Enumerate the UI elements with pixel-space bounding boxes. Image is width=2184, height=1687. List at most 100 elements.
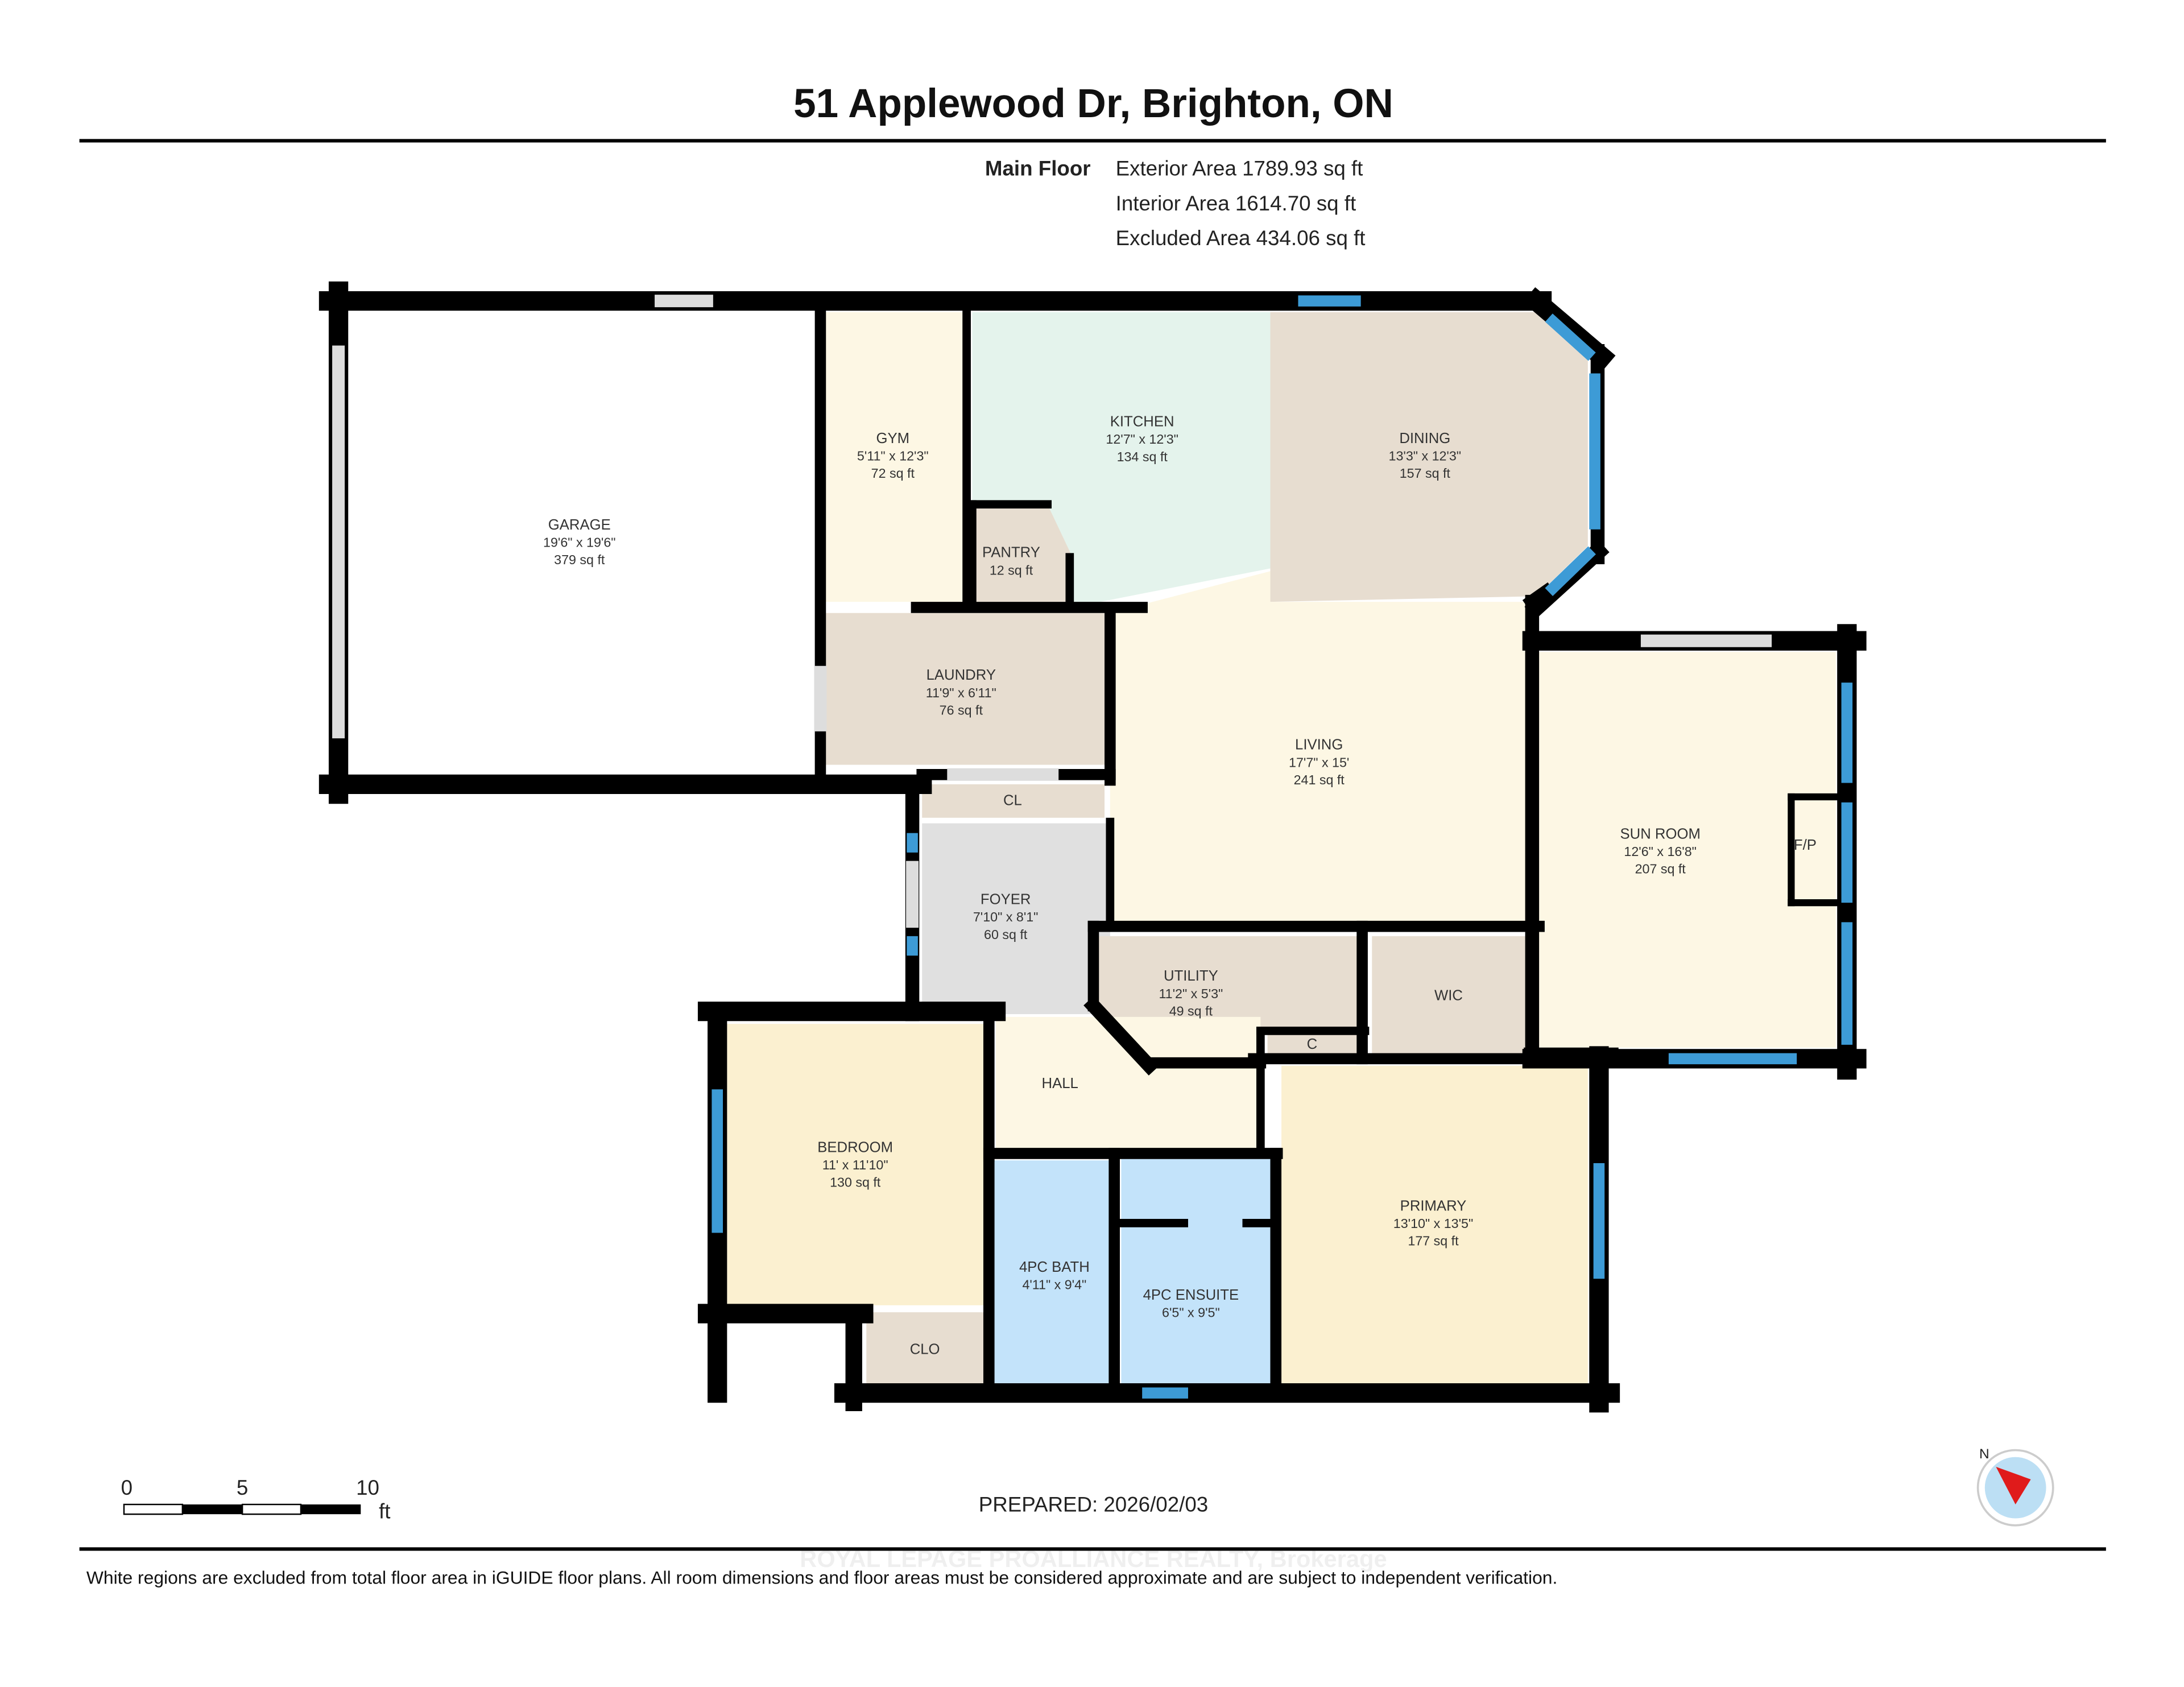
room-dims: 11'2" x 5'3" [1159,986,1223,1001]
room-area: 177 sq ft [1408,1234,1459,1248]
room-label-bedroom: BEDROOM 11' x 11'10" 130 sq ft [817,1139,893,1189]
room-dims: 13'10" x 13'5" [1393,1216,1473,1231]
prepared-date: PREPARED: 2026/02/03 [979,1492,1208,1516]
scale-label-10: 10 [356,1476,379,1499]
room-name: BEDROOM [817,1139,893,1155]
room-area: 49 sq ft [1169,1003,1213,1018]
room-label-laundry: LAUNDRY 11'9" x 6'11" 76 sq ft [926,667,996,717]
room-name: PANTRY [982,545,1040,561]
room-label-primary: PRIMARY 13'10" x 13'5" 177 sq ft [1393,1198,1473,1248]
room-label-kitchen: KITCHEN 12'7" x 12'3" 134 sq ft [1106,414,1178,464]
room-name: CLO [910,1342,940,1358]
room-4pc-ensuite [1121,1159,1272,1383]
scale-label-5: 5 [237,1476,248,1499]
room-area: 60 sq ft [984,927,1028,942]
room-area: 241 sq ft [1294,772,1345,787]
room-label-dining: DINING 13'3" x 12'3" 157 sq ft [1389,431,1462,481]
room-label-c: C [1307,1036,1318,1052]
room-cl [922,784,1105,818]
room-hall [996,1016,1261,1150]
room-f-p [1791,801,1833,899]
room-dims: 4'11" x 9'4" [1022,1277,1086,1292]
room-wic [1372,936,1528,1056]
room-dims: 19'6" x 19'6" [543,535,616,549]
room-area: 134 sq ft [1117,449,1168,464]
room-label-utility: UTILITY 11'2" x 5'3" 49 sq ft [1159,968,1223,1018]
room-label-clo: CLO [910,1342,940,1358]
room-name: 4PC BATH [1019,1259,1090,1275]
room-name: UTILITY [1164,968,1218,984]
room-name: LAUNDRY [926,667,996,683]
room-label-pantry: PANTRY 12 sq ft [982,545,1040,578]
room-living [1110,571,1532,923]
wall-segment [1083,996,1159,1076]
room-name: PRIMARY [1400,1198,1467,1214]
room-name: SUN ROOM [1620,826,1700,842]
room-label-hall: HALL [1042,1076,1078,1091]
room-c [1267,1033,1358,1056]
room-label-4pc-ensuite: 4PC ENSUITE 6'5" x 9'5" [1143,1287,1239,1320]
room-area: 157 sq ft [1400,466,1451,481]
scale-bar: 0 5 10 ft [121,1476,391,1523]
room-name: DINING [1399,431,1450,446]
room-name: KITCHEN [1110,414,1174,430]
room-name: FOYER [981,892,1031,908]
room-label-wic: WIC [1434,988,1463,1004]
room-dims: 11'9" x 6'11" [926,685,996,700]
room-label-4pc-bath: 4PC BATH 4'11" x 9'4" [1019,1259,1090,1292]
compass-icon: N [1976,1446,2054,1527]
room-label-sun-room: SUN ROOM 12'6" x 16'8" 207 sq ft [1620,826,1700,876]
room-area: 76 sq ft [940,702,983,717]
room-name: CL [1003,793,1022,809]
interior-area: Interior Area 1614.70 sq ft [1116,192,1356,215]
room-label-garage: GARAGE 19'6" x 19'6" 379 sq ft [543,517,616,567]
room-dims: 13'3" x 12'3" [1389,449,1462,464]
room-dims: 7'10" x 8'1" [973,909,1039,924]
room-gym [824,312,964,602]
room-name: F/P [1794,837,1817,853]
room-garage [348,312,811,775]
scale-unit: ft [379,1500,390,1523]
room-bedroom [727,1024,986,1305]
room-foyer [922,823,1110,1014]
room-area: 379 sq ft [554,552,605,567]
scale-label-0: 0 [121,1476,133,1499]
room-clo [866,1312,986,1383]
compass-north-label: N [1979,1446,1989,1462]
room-area: 207 sq ft [1635,862,1686,876]
room-dims: 12'7" x 12'3" [1106,432,1178,446]
room-sun-room [1539,652,1836,1048]
room-dims: 12'6" x 16'8" [1624,844,1697,859]
room-name: LIVING [1295,737,1343,753]
room-area: 130 sq ft [830,1175,881,1190]
page-title: 51 Applewood Dr, Brighton, ON [793,81,1393,126]
room-name: 4PC ENSUITE [1143,1287,1239,1303]
room-name: WIC [1434,988,1463,1004]
windows-layer [332,295,1853,1399]
room-area: 12 sq ft [990,563,1033,577]
room-label-f-p: F/P [1794,837,1817,853]
footer-disclaimer: White regions are excluded from total fl… [86,1568,1558,1588]
floor-label: Main Floor [985,157,1091,180]
rooms-layer [348,312,1836,1383]
room-primary [1281,1065,1588,1383]
room-area: 72 sq ft [871,466,915,481]
window [1545,313,1596,361]
room-label-cl: CL [1003,793,1022,809]
room-dims: 6'5" x 9'5" [1162,1305,1220,1320]
room-name: HALL [1042,1076,1078,1091]
exterior-area: Exterior Area 1789.93 sq ft [1116,157,1363,180]
room-name: GARAGE [548,517,611,533]
room-pantry [975,504,1073,602]
room-laundry [824,613,1105,765]
room-dims: 17'7" x 15' [1289,755,1349,770]
excluded-area: Excluded Area 434.06 sq ft [1116,226,1366,250]
room-4pc-bath [993,1160,1110,1383]
room-label-living: LIVING 17'7" x 15' 241 sq ft [1289,737,1349,787]
room-name: C [1307,1036,1318,1052]
room-dims: 11' x 11'10" [822,1157,888,1172]
